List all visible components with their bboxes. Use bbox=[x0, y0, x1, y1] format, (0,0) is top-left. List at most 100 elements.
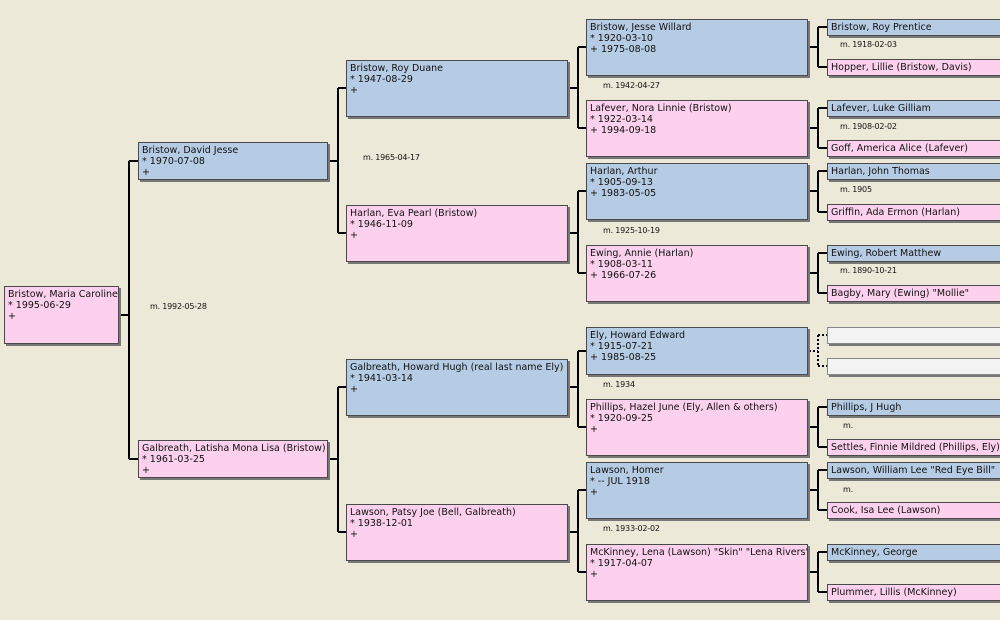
empty-person-slot[interactable] bbox=[827, 327, 1000, 344]
person-name: McKinney, George bbox=[831, 547, 918, 558]
person-box-g0[interactable]: Bristow, Roy Prentice bbox=[827, 19, 1000, 36]
person-name: Hopper, Lillie (Bristow, Davis) bbox=[831, 62, 972, 73]
person-box-g3[interactable]: Goff, America Alice (Lafever) bbox=[827, 140, 1000, 157]
death-date: + bbox=[350, 384, 358, 395]
birth-date: * 1941-03-14 bbox=[350, 373, 413, 384]
person-name: Bristow, David Jesse bbox=[142, 145, 239, 156]
death-date: + bbox=[350, 230, 358, 241]
death-date: + 1994-09-18 bbox=[590, 125, 657, 136]
person-name: Harlan, Eva Pearl (Bristow) bbox=[350, 208, 478, 219]
person-box-p0[interactable]: Bristow, Maria Caroline* 1995-06-29+ bbox=[4, 286, 119, 344]
person-box-p5[interactable]: Galbreath, Howard Hugh (real last name E… bbox=[346, 359, 568, 416]
person-box-g15[interactable]: Plummer, Lillis (McKinney) bbox=[827, 584, 1000, 601]
marriage-label: m. 1890-10-21 bbox=[840, 266, 897, 275]
birth-date: * 1920-03-10 bbox=[590, 33, 653, 44]
person-name: Galbreath, Howard Hugh (real last name E… bbox=[350, 362, 564, 373]
person-name: McKinney, Lena (Lawson) "Skin" "Lena Riv… bbox=[590, 547, 808, 558]
birth-date: * 1946-11-09 bbox=[350, 219, 413, 230]
person-box-p13[interactable]: Lawson, Homer* -- JUL 1918+ bbox=[586, 462, 808, 519]
death-date: + bbox=[142, 167, 150, 178]
marriage-label: m. 1908-02-02 bbox=[840, 122, 897, 131]
parent-connector bbox=[569, 46, 587, 129]
marriage-label: m. bbox=[843, 421, 853, 430]
person-box-g11[interactable]: Settles, Finnie Mildred (Phillips, Ely) bbox=[827, 439, 1000, 456]
person-box-p14[interactable]: McKinney, Lena (Lawson) "Skin" "Lena Riv… bbox=[586, 544, 808, 601]
birth-date: * 1915-07-21 bbox=[590, 341, 653, 352]
death-date: + bbox=[590, 569, 598, 580]
death-date: + 1966-07-26 bbox=[590, 270, 657, 281]
marriage-label: m. 1992-05-28 bbox=[150, 302, 207, 311]
death-date: + bbox=[350, 529, 358, 540]
person-box-p11[interactable]: Ely, Howard Edward* 1915-07-21+ 1985-08-… bbox=[586, 327, 808, 375]
person-name: Harlan, John Thomas bbox=[831, 166, 930, 177]
person-name: Lawson, William Lee "Red Eye Bill" bbox=[831, 465, 996, 476]
person-box-p10[interactable]: Ewing, Annie (Harlan)* 1908-03-11+ 1966-… bbox=[586, 245, 808, 302]
person-name: Ewing, Robert Matthew bbox=[831, 248, 942, 259]
parent-connector bbox=[809, 551, 827, 593]
person-name: Plummer, Lillis (McKinney) bbox=[831, 587, 957, 598]
person-box-g14[interactable]: McKinney, George bbox=[827, 544, 1000, 561]
person-name: Phillips, Hazel June (Ely, Allen & other… bbox=[590, 402, 778, 413]
person-box-g12[interactable]: Lawson, William Lee "Red Eye Bill" bbox=[827, 462, 1000, 479]
person-box-p12[interactable]: Phillips, Hazel June (Ely, Allen & other… bbox=[586, 399, 808, 456]
person-box-p9[interactable]: Harlan, Arthur* 1905-09-13+ 1983-05-05 bbox=[586, 163, 808, 220]
person-name: Bristow, Roy Duane bbox=[350, 63, 444, 74]
person-box-p8[interactable]: Lafever, Nora Linnie (Bristow)* 1922-03-… bbox=[586, 100, 808, 157]
person-box-g10[interactable]: Phillips, J Hugh bbox=[827, 399, 1000, 416]
birth-date: * -- JUL 1918 bbox=[590, 476, 650, 487]
person-name: Goff, America Alice (Lafever) bbox=[831, 143, 968, 154]
marriage-label: m. bbox=[843, 485, 853, 494]
marriage-label: m. 1933-02-02 bbox=[603, 524, 660, 533]
person-box-g6[interactable]: Ewing, Robert Matthew bbox=[827, 245, 1000, 262]
person-name: Phillips, J Hugh bbox=[831, 402, 902, 413]
death-date: + bbox=[590, 487, 598, 498]
person-box-p1[interactable]: Bristow, David Jesse* 1970-07-08+ bbox=[138, 142, 328, 180]
death-date: + bbox=[350, 85, 358, 96]
person-box-g4[interactable]: Harlan, John Thomas bbox=[827, 163, 1000, 180]
death-date: + 1985-08-25 bbox=[590, 352, 657, 363]
parent-connector bbox=[809, 406, 827, 448]
birth-date: * 1970-07-08 bbox=[142, 156, 205, 167]
person-box-p3[interactable]: Bristow, Roy Duane* 1947-08-29+ bbox=[346, 60, 568, 117]
parent-connector bbox=[569, 350, 587, 428]
death-date: + bbox=[590, 424, 598, 435]
birth-date: * 1920-09-25 bbox=[590, 413, 653, 424]
person-name: Griffin, Ada Ermon (Harlan) bbox=[831, 207, 960, 218]
person-box-g2[interactable]: Lafever, Luke Gilliam bbox=[827, 100, 1000, 117]
marriage-label: m. 1925-10-19 bbox=[603, 226, 660, 235]
birth-date: * 1961-03-25 bbox=[142, 454, 205, 465]
birth-date: * 1938-12-01 bbox=[350, 518, 413, 529]
parent-connector bbox=[569, 190, 587, 274]
parent-connector bbox=[120, 160, 138, 460]
person-name: Lafever, Nora Linnie (Bristow) bbox=[590, 103, 732, 114]
person-box-p6[interactable]: Lawson, Patsy Joe (Bell, Galbreath)* 193… bbox=[346, 504, 568, 561]
person-box-g5[interactable]: Griffin, Ada Ermon (Harlan) bbox=[827, 204, 1000, 221]
person-box-p4[interactable]: Harlan, Eva Pearl (Bristow)* 1946-11-09+ bbox=[346, 205, 568, 262]
death-date: + bbox=[142, 465, 150, 476]
death-date: + bbox=[8, 311, 16, 322]
person-name: Bagby, Mary (Ewing) "Mollie" bbox=[831, 288, 970, 299]
person-box-g1[interactable]: Hopper, Lillie (Bristow, Davis) bbox=[827, 59, 1000, 76]
person-box-p2[interactable]: Galbreath, Latisha Mona Lisa (Bristow)* … bbox=[138, 440, 328, 478]
marriage-label: m. 1918-02-03 bbox=[840, 40, 897, 49]
parent-connector bbox=[809, 469, 827, 511]
person-name: Harlan, Arthur bbox=[590, 166, 658, 177]
person-name: Galbreath, Latisha Mona Lisa (Bristow) bbox=[142, 443, 326, 454]
person-name: Lawson, Homer bbox=[590, 465, 664, 476]
person-name: Ewing, Annie (Harlan) bbox=[590, 248, 694, 259]
person-name: Cook, Isa Lee (Lawson) bbox=[831, 505, 941, 516]
person-box-p7[interactable]: Bristow, Jesse Willard* 1920-03-10+ 1975… bbox=[586, 19, 808, 76]
person-box-g7[interactable]: Bagby, Mary (Ewing) "Mollie" bbox=[827, 285, 1000, 302]
person-box-g13[interactable]: Cook, Isa Lee (Lawson) bbox=[827, 502, 1000, 519]
parent-connector bbox=[809, 170, 827, 213]
marriage-label: m. 1942-04-27 bbox=[603, 81, 660, 90]
person-name: Bristow, Jesse Willard bbox=[590, 22, 692, 33]
marriage-label: m. 1934 bbox=[603, 380, 635, 389]
birth-date: * 1922-03-14 bbox=[590, 114, 653, 125]
birth-date: * 1908-03-11 bbox=[590, 259, 653, 270]
birth-date: * 1995-06-29 bbox=[8, 300, 71, 311]
empty-person-slot[interactable] bbox=[827, 358, 1000, 375]
person-name: Settles, Finnie Mildred (Phillips, Ely) bbox=[831, 442, 1000, 453]
person-name: Lafever, Luke Gilliam bbox=[831, 103, 931, 114]
